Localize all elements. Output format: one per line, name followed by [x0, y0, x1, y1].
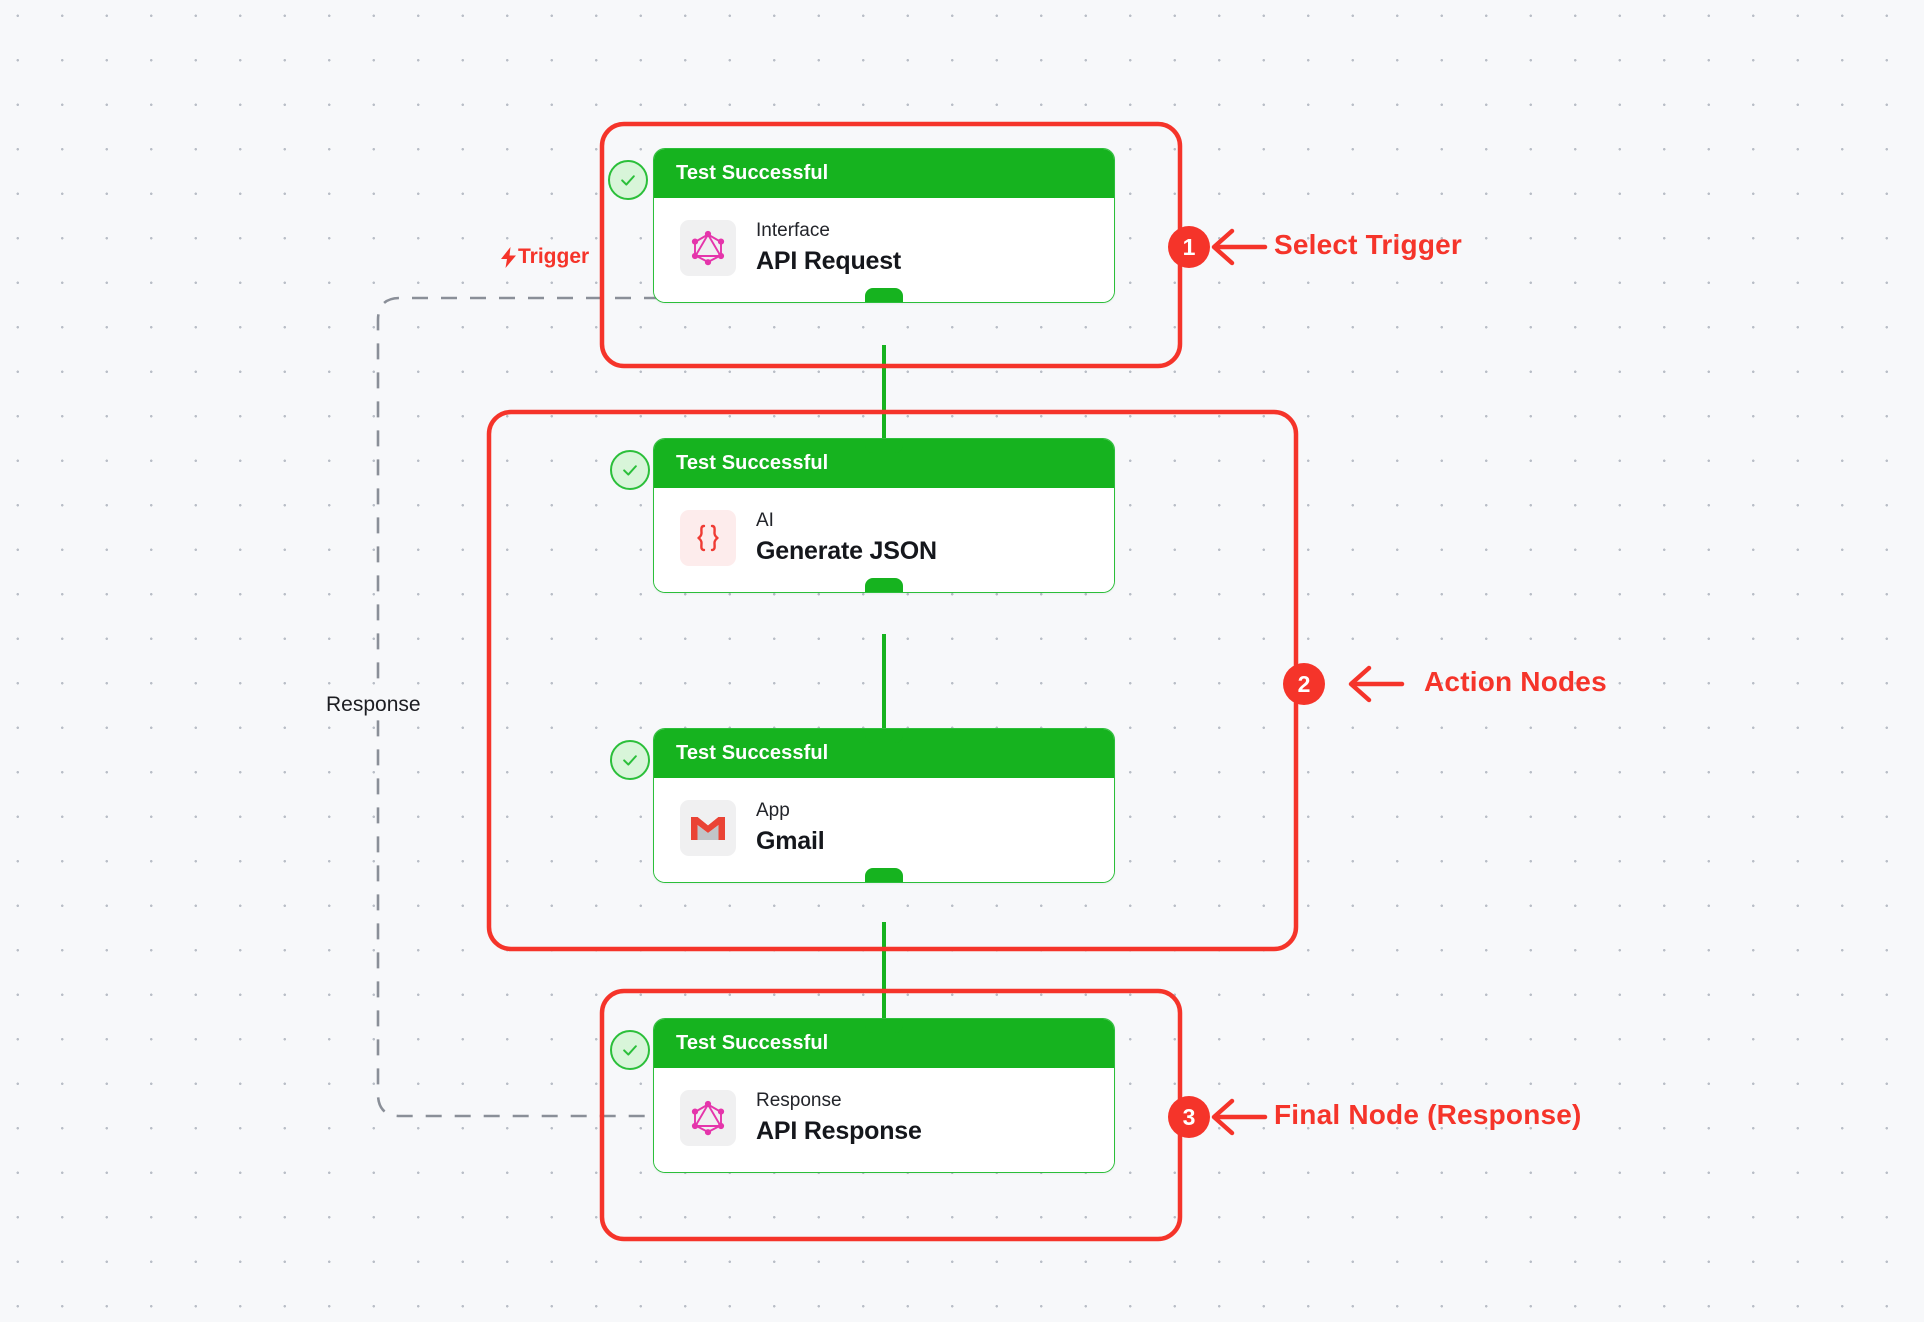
- node-title-label: Gmail: [756, 826, 825, 855]
- lightning-bolt-icon: [501, 246, 516, 268]
- check-icon: [623, 465, 637, 476]
- node-gmail[interactable]: Test Successful App Gmail: [653, 728, 1115, 883]
- node-kind-label: Interface: [756, 219, 830, 241]
- connector-tab-top: [865, 729, 903, 743]
- node-kind-label: App: [756, 799, 790, 821]
- connector-tab-bottom: [865, 578, 903, 592]
- status-check-icon-api-request: [608, 160, 648, 200]
- node-text: AI Generate JSON: [756, 509, 937, 566]
- graphql-icon: [680, 1090, 736, 1146]
- response-edge-label: Response: [320, 691, 427, 719]
- gmail-icon: [680, 800, 736, 856]
- node-title-label: Generate JSON: [756, 536, 937, 565]
- status-check-icon-generate-json: [610, 450, 650, 490]
- node-status-header: Test Successful: [654, 439, 1114, 488]
- connector-tab-top: [865, 439, 903, 453]
- node-text: Interface API Request: [756, 219, 902, 276]
- node-generate-json[interactable]: Test Successful AI Generate JSON: [653, 438, 1115, 593]
- node-body: Interface API Request: [654, 198, 1114, 302]
- node-title-label: API Response: [756, 1116, 922, 1145]
- node-body: AI Generate JSON: [654, 488, 1114, 592]
- annotation-badge-3: 3: [1168, 1096, 1210, 1138]
- annotation-badge-2: 2: [1283, 663, 1325, 705]
- check-icon: [621, 175, 635, 186]
- check-icon: [623, 1045, 637, 1056]
- connector-tab-bottom: [865, 868, 903, 882]
- node-title-label: API Request: [756, 246, 902, 275]
- node-kind-label: AI: [756, 509, 774, 531]
- graphql-icon: [680, 220, 736, 276]
- curly-braces-icon: [680, 510, 736, 566]
- connector-tab-bottom: [865, 288, 903, 302]
- check-icon: [623, 755, 637, 766]
- node-text: App Gmail: [756, 799, 825, 856]
- node-body: Response API Response: [654, 1068, 1114, 1172]
- status-check-icon-gmail: [610, 740, 650, 780]
- annotation-label-action-nodes: Action Nodes: [1424, 666, 1607, 697]
- node-kind-label: Response: [756, 1089, 842, 1111]
- trigger-edge-text: Trigger: [518, 245, 590, 268]
- annotation-badge-1: 1: [1168, 226, 1210, 268]
- trigger-edge-label: Trigger: [500, 245, 589, 269]
- node-api-request[interactable]: Test Successful: [653, 148, 1115, 303]
- node-text: Response API Response: [756, 1089, 922, 1146]
- node-body: App Gmail: [654, 778, 1114, 882]
- node-status-header: Test Successful: [654, 149, 1114, 198]
- status-check-icon-api-response: [610, 1030, 650, 1070]
- node-api-response[interactable]: Test Successful: [653, 1018, 1115, 1173]
- annotation-label-final-node: Final Node (Response): [1274, 1099, 1582, 1130]
- connector-tab-top: [865, 1019, 903, 1033]
- annotation-label-select-trigger: Select Trigger: [1274, 229, 1462, 260]
